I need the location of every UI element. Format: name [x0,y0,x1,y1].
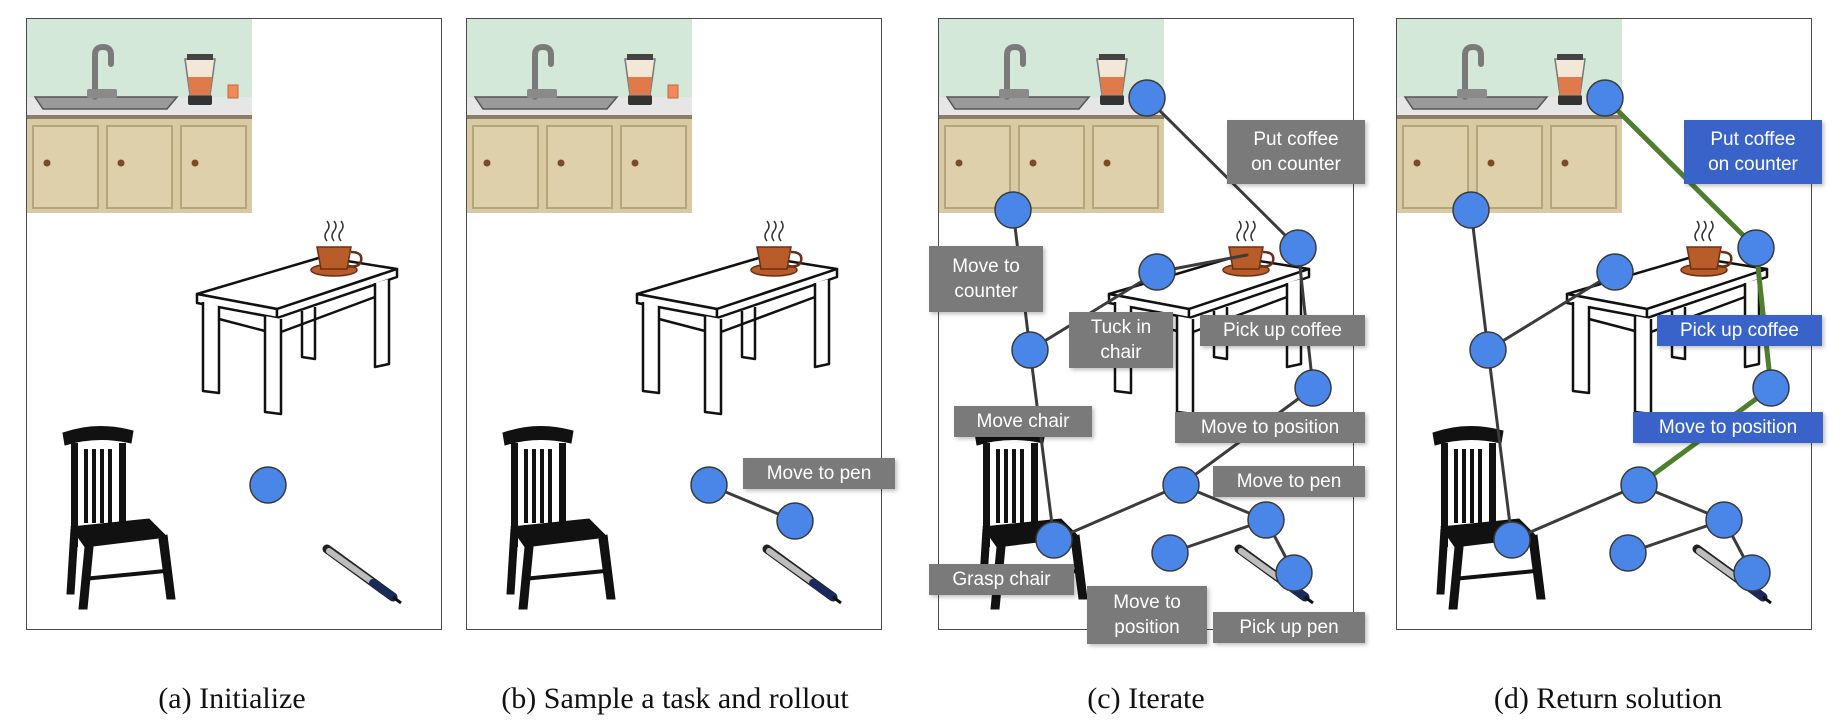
coffee-cup [1222,220,1275,277]
faucet [92,43,114,100]
caption-a: (a) Initialize [158,682,306,715]
label-move-to-counter: Move to counter [929,246,1043,312]
scene-d [1397,19,1772,610]
label-move-to-position: Move to position [1175,412,1365,443]
faucet [1004,43,1026,100]
pen [1234,544,1314,605]
label-move-to-position-2: Move to position [1087,586,1207,644]
label-move-to-pen: Move to pen [743,458,895,489]
caption-b: (b) Sample a task and rollout [501,682,849,715]
coffee-cup [310,220,363,277]
blender-base [188,95,212,105]
faucet-base [999,89,1029,98]
faucet [1462,43,1484,100]
pen [762,544,842,605]
blender-lid [1557,54,1583,60]
counter-edge [27,115,252,119]
blender-lid [627,54,653,60]
sink-basin [945,96,1091,110]
label-move-chair: Move chair [954,406,1092,437]
scene-b [467,19,842,610]
caption-c: (c) Iterate [1087,682,1205,715]
panel-initialize [26,18,442,630]
blender-lid [187,54,213,60]
blender-base [628,95,652,105]
blender-base [1100,95,1124,105]
cabinet-door [106,125,173,209]
blender-juice [1100,77,1124,95]
chair [1432,425,1546,610]
blender-juice [1558,77,1582,95]
juice-cup [1597,84,1609,99]
blender-juice [628,77,652,95]
scene-a [27,19,402,610]
juice-cup [667,84,679,99]
chair [502,425,616,610]
label-pick-up-coffee: Pick up coffee [1200,315,1365,346]
faucet-base [87,89,117,98]
label-move-to-position-solution: Move to position [1633,412,1823,443]
panel-sample-rollout [466,18,882,630]
cabinet-door [180,125,247,209]
table [195,255,399,416]
counter-edge [939,115,1164,119]
blender-juice [188,77,212,95]
caption-d: (d) Return solution [1493,682,1723,715]
cabinet-door [472,125,539,209]
label-move-to-pen-c: Move to pen [1213,466,1365,497]
coffee-cup [1680,220,1733,277]
faucet [532,43,554,100]
sink-basin [473,96,619,110]
juice-cup [227,84,239,99]
cabinet-door [620,125,687,209]
cabinet-door [1476,125,1543,209]
cabinet-door [1550,125,1617,209]
cabinet-door [1092,125,1159,209]
sink-basin [1403,96,1549,110]
table [635,255,839,416]
cabinet-door [1402,125,1469,209]
juice-cup [1139,84,1151,99]
label-pick-up-pen: Pick up pen [1213,612,1365,643]
counter-edge [1397,115,1622,119]
label-put-coffee-on-counter-solution: Put coffee on counter [1684,120,1822,184]
label-tuck-in-chair: Tuck in chair [1069,312,1173,368]
blender-lid [1099,54,1125,60]
chair [62,425,176,610]
pen [322,544,402,605]
cabinet-door [32,125,99,209]
label-put-coffee-on-counter: Put coffee on counter [1227,120,1365,184]
cabinet-door [944,125,1011,209]
pen [1692,544,1772,605]
counter-edge [467,115,692,119]
faucet-base [527,89,557,98]
cabinet-door [1018,125,1085,209]
sink-basin [33,96,179,110]
faucet-base [1457,89,1487,98]
blender-base [1558,95,1582,105]
label-pick-up-coffee-solution: Pick up coffee [1657,315,1822,346]
label-grasp-chair: Grasp chair [929,564,1074,595]
cabinet-door [546,125,613,209]
coffee-cup [750,220,803,277]
